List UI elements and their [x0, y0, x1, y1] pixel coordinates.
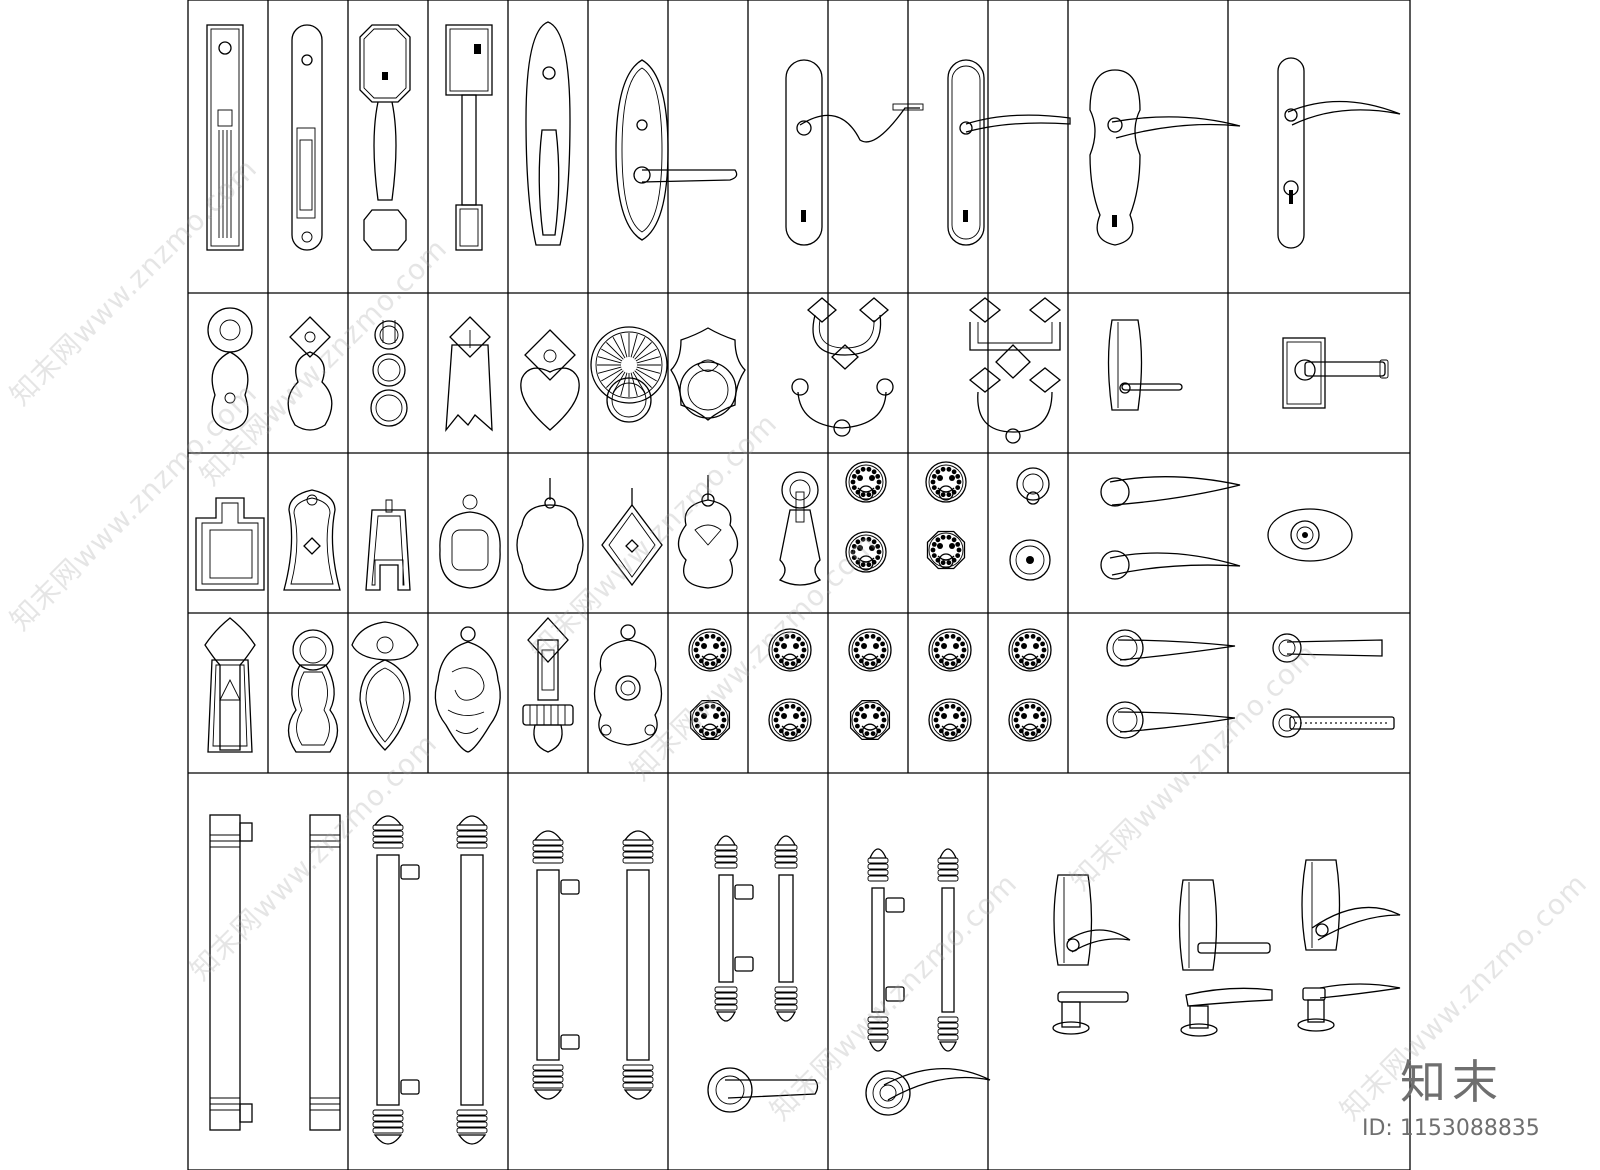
row-2-chinese-pulls [207, 297, 1389, 444]
leaf-drop-pull-flower [351, 621, 419, 751]
lever-rounded-rose-1 [1107, 319, 1183, 411]
handleset-oval-plate [525, 21, 571, 246]
lever-rose-bottom-2 [865, 1067, 991, 1116]
column-dividers-bottom [347, 773, 989, 1170]
ring-pull-gourd-plate [207, 307, 253, 431]
handleset-grip-slim [291, 24, 323, 251]
heart-drop-pull [520, 329, 580, 431]
diamond-drop-pull [601, 488, 663, 587]
square-drop-pull [195, 497, 265, 591]
lion-knocker-group-row-3 [845, 461, 967, 573]
triple-ring-pull [370, 320, 408, 427]
lever-rose-set-1 [1052, 874, 1131, 1035]
outer-border [187, 0, 1411, 1170]
lantern-drop-pull [439, 494, 501, 589]
lever-rose-set-3 [1297, 859, 1401, 1032]
handleset-rect-plate [206, 24, 244, 251]
lion-knocker-group-row-4 [688, 628, 1052, 742]
vase-drop-pull [287, 629, 339, 753]
scroll-drop-pull [677, 475, 739, 589]
lever-square-rose [1282, 337, 1389, 409]
gourd-pull-diamond [287, 316, 333, 431]
row-1-handlesets [206, 21, 1401, 251]
chinese-bail-pull-diamonds [968, 297, 1062, 444]
lotus-top-drop-pull [204, 617, 256, 753]
handleset-octagon [359, 24, 411, 251]
lotus-ring-pull [670, 327, 746, 421]
lever-narrow-backplate [1277, 57, 1401, 249]
sunburst-ring-pull [590, 326, 668, 423]
cloud-plate-flower [593, 624, 663, 746]
lever-oval-plate [615, 59, 738, 241]
lever-pair-taper [1106, 629, 1236, 739]
lever-pair-straight [1272, 633, 1395, 738]
carved-jade-drop-pull [434, 626, 501, 753]
ring-lock-pull [522, 617, 574, 753]
oval-knob [1267, 508, 1353, 562]
lever-ornate-backplate [1089, 69, 1241, 246]
lever-long-backplate-1 [785, 59, 924, 246]
lever-rose-set-2 [1178, 879, 1273, 1037]
cloud-drop-pull [516, 478, 584, 591]
brand-logo: 知末 [1400, 1055, 1504, 1109]
lever-rose-bottom-1 [707, 1067, 819, 1113]
row-4-pulls-knockers [204, 617, 1395, 753]
row-5-pull-bars [209, 814, 1401, 1145]
arch-drop-pull [365, 499, 411, 591]
handleset-square-grip [445, 24, 493, 251]
column-dividers-top [267, 0, 1229, 773]
bail-pull-with-backplates [791, 297, 894, 437]
ring-drop-plate-tall [778, 471, 822, 586]
lever-pair-curved [1100, 476, 1241, 580]
image-id-label: ID: 1153088835 [1362, 1116, 1540, 1141]
lever-long-backplate-2 [947, 59, 1071, 246]
row-3-pulls-knockers [195, 461, 1353, 591]
small-ring-rose [1009, 467, 1051, 581]
banner-drop-pull [445, 316, 493, 433]
shield-pull-coin [283, 489, 341, 591]
grid-frame [187, 0, 1411, 1170]
